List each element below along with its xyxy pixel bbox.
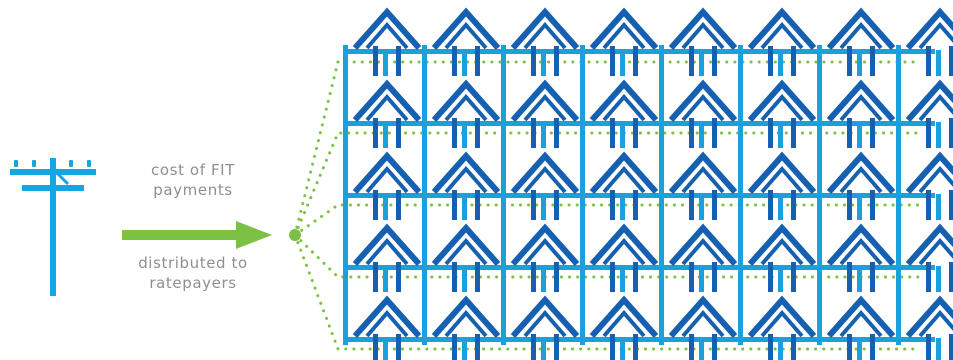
house-icon [352, 151, 422, 220]
house-icon [431, 223, 501, 292]
house-icon [905, 295, 953, 360]
house-icon [668, 7, 738, 76]
house-icon [747, 79, 817, 148]
house-icon [510, 79, 580, 148]
distribution-dot-lines [289, 60, 920, 351]
house-icon [431, 295, 501, 360]
house-icon [826, 295, 896, 360]
house-icon [352, 7, 422, 76]
house-icon [589, 7, 659, 76]
house-icon [510, 151, 580, 220]
house-icon [747, 223, 817, 292]
house-icon [826, 223, 896, 292]
house-icon [352, 295, 422, 360]
caption-distributed-to-ratepayers: distributed to ratepayers [138, 254, 248, 292]
house-icon [905, 79, 953, 148]
house-icon [826, 79, 896, 148]
house-icon [589, 151, 659, 220]
house-icon [510, 223, 580, 292]
house-icon [905, 7, 953, 76]
house-icon [668, 223, 738, 292]
house-icon [352, 79, 422, 148]
house-icon [431, 79, 501, 148]
house-icon [668, 151, 738, 220]
house-icon [668, 79, 738, 148]
house-icon [747, 295, 817, 360]
house-icon [589, 223, 659, 292]
house-icon [905, 151, 953, 220]
utility-pole-icon [10, 158, 96, 296]
house-icon [747, 7, 817, 76]
house-icon [826, 7, 896, 76]
house-icon [589, 295, 659, 360]
house-icon [510, 295, 580, 360]
arrow-right-icon [122, 221, 272, 249]
house-icon [352, 223, 422, 292]
caption-cost-of-fit-payments: cost of FIT payments [151, 161, 235, 199]
house-icon [589, 79, 659, 148]
house-icon [668, 295, 738, 360]
house-icon [431, 151, 501, 220]
house-icon [510, 7, 580, 76]
house-icon [431, 7, 501, 76]
house-icon [747, 151, 817, 220]
house-grid [343, 7, 953, 360]
house-icon [826, 151, 896, 220]
house-icon [905, 223, 953, 292]
